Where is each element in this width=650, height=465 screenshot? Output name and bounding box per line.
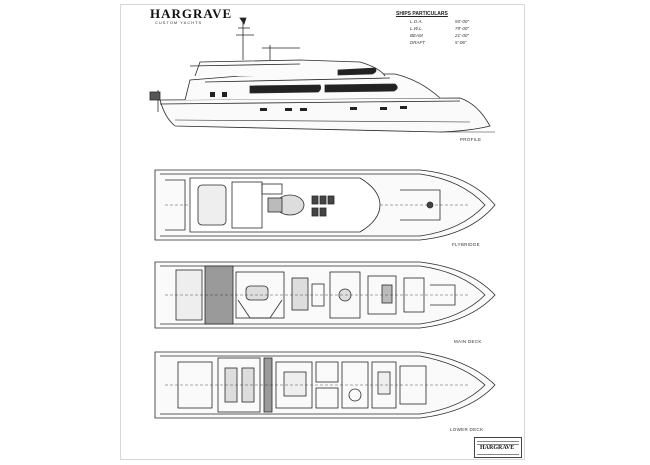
main-deck-plan — [154, 261, 496, 329]
flybridge-plan — [154, 169, 496, 241]
profile-flag — [149, 90, 161, 112]
caption-profile: PROFILE — [460, 137, 482, 142]
profile-view — [149, 17, 495, 133]
profile-hull — [159, 97, 491, 133]
profile-mast — [236, 22, 300, 60]
title-block-logo: HARGRAVE — [480, 445, 515, 451]
main-deck-cockpit — [204, 265, 234, 325]
particulars-title: SHIPS PARTICULARS — [396, 11, 448, 17]
caption-lower-deck: LOWER DECK — [450, 427, 484, 432]
spec-value: 5'-06" — [455, 40, 467, 45]
spec-value: 79'-00" — [455, 26, 469, 31]
title-block-line — [477, 441, 519, 442]
spec-label: BEAM — [410, 33, 423, 38]
profile-portholes — [210, 92, 407, 111]
title-block-line — [477, 444, 519, 445]
caption-flybridge: FLYBRIDGE — [452, 242, 480, 247]
profile-windows — [249, 84, 322, 94]
caption-main-deck: MAIN DECK — [454, 339, 482, 344]
spec-label: L.W.L. — [410, 26, 423, 31]
brand-tagline: CUSTOM YACHTS — [155, 20, 203, 25]
spec-value: 93'-00" — [455, 19, 469, 24]
spec-label: L.O.A. — [410, 19, 423, 24]
sheet-border — [120, 4, 525, 460]
lower-deck-plan — [154, 351, 496, 419]
title-block: HARGRAVE — [474, 437, 522, 458]
spec-value: 21'-00" — [455, 33, 469, 38]
brand-logo: HARGRAVE — [150, 6, 233, 21]
title-block-line — [477, 454, 519, 455]
spec-label: DRAFT — [410, 40, 425, 45]
